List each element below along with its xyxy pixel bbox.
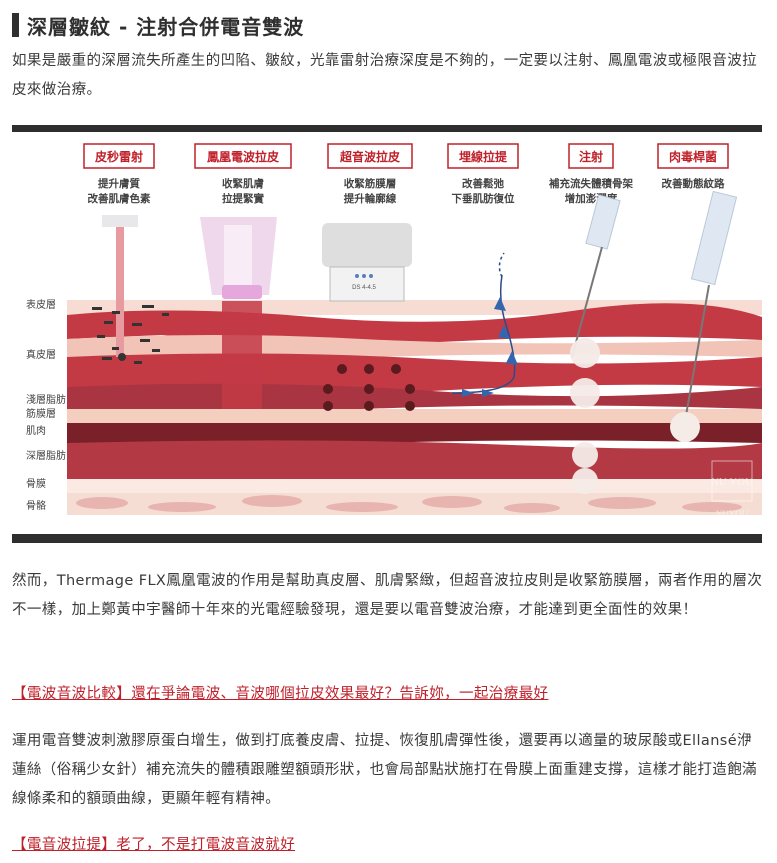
- layer-label: 表皮層: [26, 298, 56, 311]
- diagram-top-bar: [12, 125, 762, 132]
- section-heading: 深層皺紋 - 注射合併電音雙波: [12, 9, 304, 41]
- treatment-box: [83, 143, 155, 169]
- paragraph-intro: 如果是嚴重的深層流失所產生的凹陷、皺紋，光靠雷射治療深度是不夠的，一定要以注射、…: [12, 53, 757, 98]
- treatment-name: 皮秒雷射: [94, 149, 143, 164]
- treatment-name: 埋線拉提: [459, 149, 508, 164]
- heading-text: 深層皺紋 - 注射合併電音雙波: [27, 14, 305, 39]
- diagram-bottom-bar: [12, 534, 762, 543]
- treatment-desc: 改善肌膚色素: [88, 192, 151, 205]
- watermark-logo: NU YOU NUYOU: [711, 460, 753, 519]
- treatment-box: [447, 143, 519, 169]
- laser-pigment-dots: [92, 305, 169, 364]
- treatment-name: 超音波拉皮: [339, 149, 400, 164]
- hifu-device: DS 4-4.5: [322, 223, 412, 302]
- treatment-name: 鳳凰電波拉皮: [207, 149, 279, 164]
- botox-syringe: [670, 190, 738, 442]
- heading-bar: [12, 13, 19, 37]
- thermage-probe: [200, 217, 277, 409]
- layer-label: 深層脂肪: [26, 449, 66, 462]
- hifu-focal-points: [323, 364, 415, 411]
- treatment-name: 肉毒桿菌: [669, 149, 717, 164]
- svg-text:NUYOU: NUYOU: [716, 509, 749, 519]
- hifu-depth-label: DS 4-4.5: [352, 285, 376, 291]
- filler-syringe: [571, 194, 621, 358]
- paragraph-comparison: 然而，Thermage FLX鳳凰電波的作用是幫助真皮層、肌膚緊緻，但超音波拉皮…: [12, 573, 763, 618]
- related-article-link[interactable]: 【電波音波比較】還在爭論電波、音波哪個拉皮效果最好？告訴妳，一起治療最好: [12, 686, 549, 702]
- layer-label: 骨骼: [26, 499, 46, 512]
- treatment-name: 注射: [579, 149, 603, 164]
- layer-label: 筋膜層: [26, 407, 56, 420]
- layer-label: 淺層脂肪: [26, 393, 66, 406]
- filler-deposits: [570, 338, 600, 494]
- treatment-desc: 補充流失體積骨架: [548, 177, 633, 190]
- treatment-desc: 提升膚質: [98, 177, 140, 190]
- treatment-desc: 改善鬆弛: [462, 177, 504, 190]
- layer-label: 肌肉: [26, 424, 46, 437]
- treatment-desc: 收緊肌膚: [222, 177, 264, 190]
- treatment-desc: 下垂肌肪復位: [452, 192, 515, 205]
- treatment-desc: 提升輪廓線: [344, 192, 397, 205]
- treatment-desc: 收緊筋膜層: [344, 177, 397, 190]
- paragraph-treatment: 運用電音雙波刺激膠原蛋白增生，做到打底養皮膚、拉提、恢復肌膚彈性後，還要再以適量…: [12, 733, 757, 807]
- treatment-box: [657, 143, 729, 169]
- treatment-box: [327, 143, 413, 169]
- picosecond-laser-probe: [102, 215, 138, 357]
- thread-barbs: [462, 297, 518, 397]
- skin-layer-diagram: 表皮層 真皮層 淺層脂肪 筋膜層 肌肉 深層脂肪 骨膜 骨骼 皮秒雷射 鳳凰電波…: [12, 125, 762, 543]
- treatment-desc: 改善動態紋路: [662, 177, 725, 190]
- svg-text:NU YOU: NU YOU: [711, 476, 753, 488]
- treatment-box: [194, 143, 292, 169]
- related-article-link[interactable]: 【電音波拉提】老了，不是打電波音波就好: [12, 837, 296, 853]
- treatment-box: [568, 143, 614, 169]
- treatment-desc: 拉提緊實: [222, 192, 264, 205]
- layer-label: 真皮層: [26, 348, 56, 361]
- layer-label: 骨膜: [26, 478, 46, 490]
